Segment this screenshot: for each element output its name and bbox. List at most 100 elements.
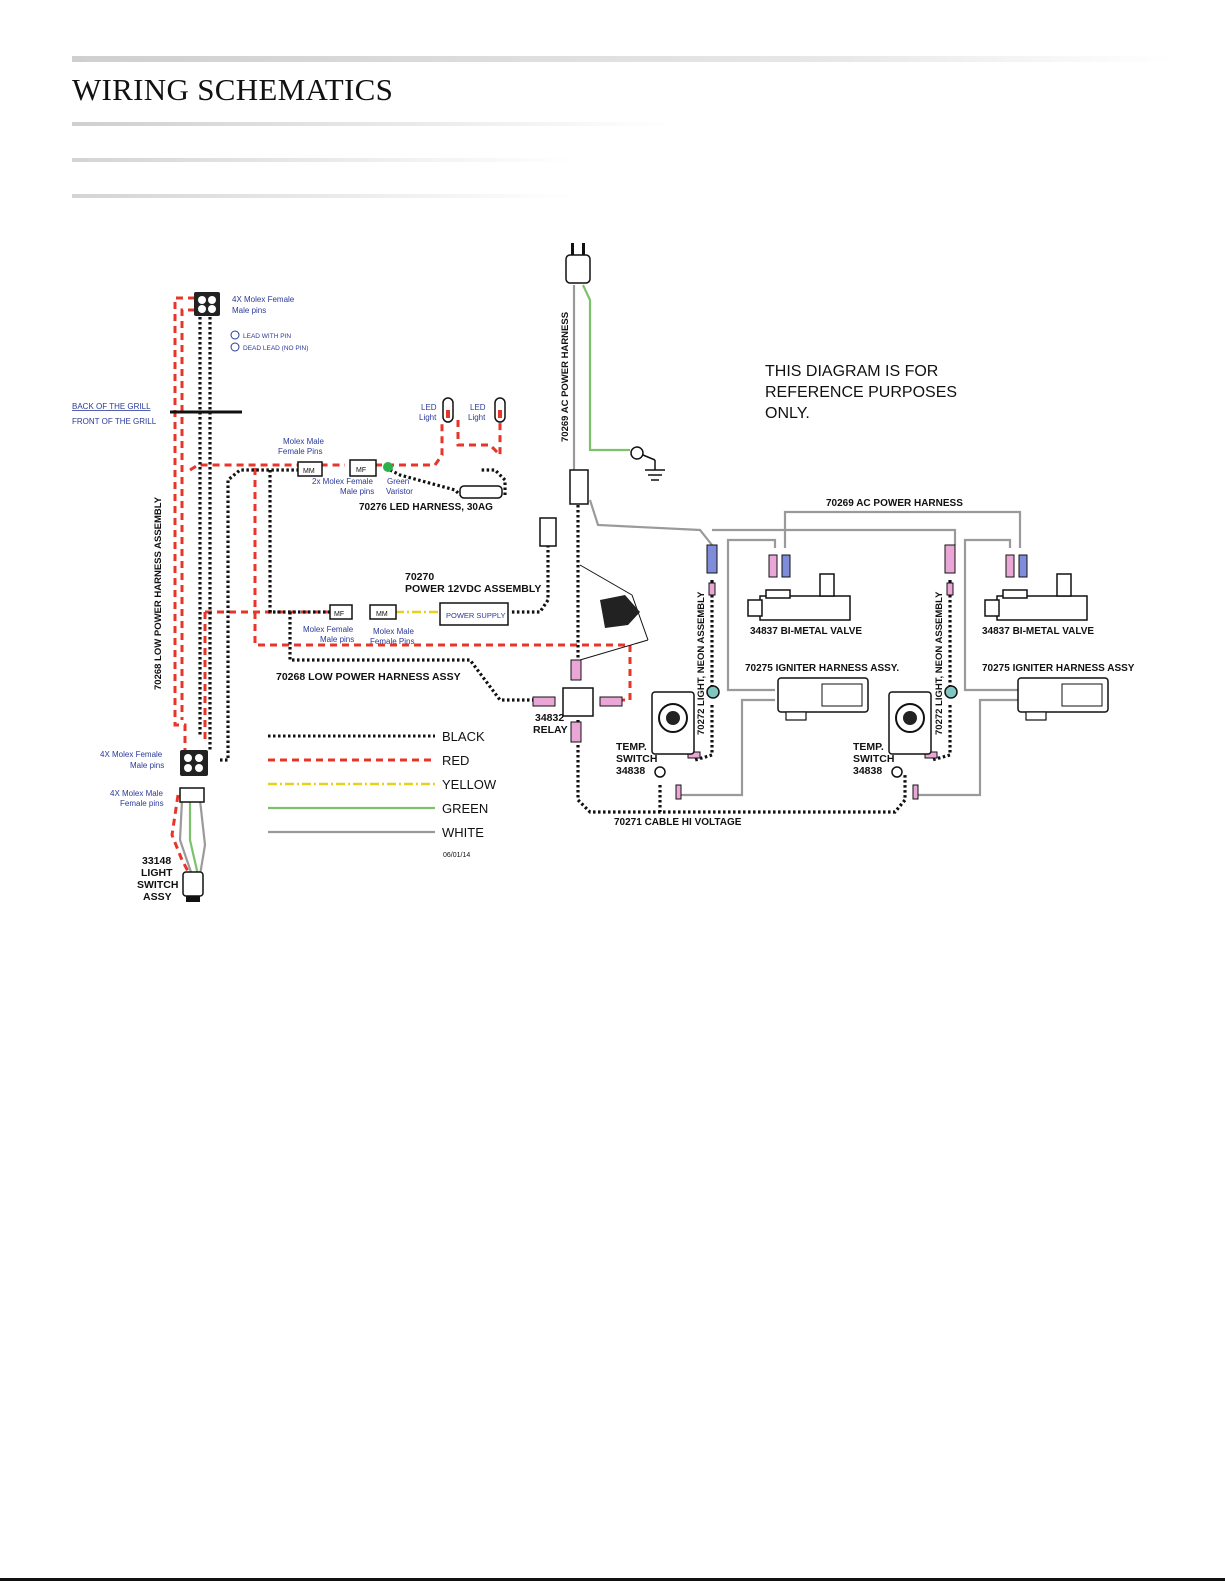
neon-light-icon [706, 685, 720, 699]
ac-connector [569, 469, 589, 505]
igniter-label: 70275 IGNITER HARNESS ASSY. [745, 663, 899, 674]
connector-label: MF [334, 611, 344, 618]
black-wire [694, 705, 714, 762]
molex-label: Molex Male [283, 437, 324, 446]
white-wire [198, 799, 207, 876]
white-wire [178, 799, 194, 876]
green-wires [188, 284, 630, 876]
date-label: 06/01/14 [443, 852, 470, 859]
green-wire [582, 284, 630, 452]
back-of-grill-label: BACK OF THE GRILL [72, 402, 151, 411]
black-wire [389, 468, 462, 497]
legend-label: WHITE [442, 825, 484, 840]
valve-label: 34837 BI-METAL VALVE [750, 626, 862, 637]
molex-connector-top [194, 292, 220, 316]
red-wire [180, 308, 195, 720]
header-rule [72, 194, 572, 198]
connector-bottom-label: Male pins [130, 761, 164, 770]
black-wires [198, 312, 952, 814]
header-rule-top [72, 56, 1172, 62]
temp-switch-label: SWITCH [616, 753, 657, 765]
power-supply-box: POWER SUPPLY [439, 602, 509, 626]
relay-detail-icon [579, 564, 649, 661]
terminal-set [675, 544, 1028, 800]
power-supply-label: POWER SUPPLY [446, 611, 505, 620]
connector-mm: MM [297, 461, 323, 477]
connector-label: MM [303, 468, 315, 475]
white-wire [918, 698, 1020, 797]
red-wire [456, 420, 502, 459]
ground-icon [630, 446, 665, 481]
black-wire [220, 468, 300, 762]
connector-mf [539, 517, 557, 547]
led-light-label: LED [470, 403, 486, 412]
red-wire [375, 420, 444, 467]
green-varistor-icon [383, 462, 393, 472]
valve-label: 34837 BI-METAL VALVE [982, 626, 1094, 637]
power-assembly-label: POWER 12VDC ASSEMBLY [405, 583, 541, 595]
molex-connector-bottom [179, 750, 208, 803]
legend-label: GREEN [442, 801, 488, 816]
connector-bottom-label: 4X Molex Female [100, 750, 163, 759]
relay-body [532, 659, 623, 743]
neon-assembly-label: 70272 LIGHT, NEON ASSEMBLY [934, 591, 945, 735]
legend: BLACK RED YELLOW GREEN WHITE [268, 729, 497, 840]
varistor-label: Varistor [386, 487, 413, 496]
connector-top-label: 4X Molex Female [232, 295, 295, 304]
footer-rule [0, 1578, 1225, 1581]
lead-with-pin-icon [230, 330, 240, 340]
black-wire [576, 720, 907, 814]
red-wire [170, 794, 192, 876]
led-harness-resistor [459, 485, 503, 499]
molex-label: Male pins [340, 487, 374, 496]
connector-top-label: Male pins [232, 306, 266, 315]
white-wires [178, 285, 1022, 876]
neon-assembly-label: 70272 LIGHT, NEON ASSEMBLY [696, 591, 707, 735]
lead-with-pin-label: LEAD WITH PIN [243, 333, 291, 340]
low-power-assy-label: 70268 LOW POWER HARNESS ASSY [276, 671, 461, 683]
connector-mf: MF [349, 459, 377, 477]
white-wire [712, 528, 957, 545]
black-wire [268, 470, 330, 614]
bi-metal-valve-icon [747, 573, 851, 621]
igniter-module-icon [777, 677, 869, 721]
green-wire [188, 800, 200, 876]
molex-label: Female Pins [278, 447, 322, 456]
light-switch-label: 33148 [142, 855, 171, 867]
light-switch-label: ASSY [143, 891, 172, 903]
led-light-icon [442, 397, 454, 423]
note-line: ONLY. [765, 405, 810, 422]
light-switch-body [182, 871, 204, 902]
temp-switch-label: TEMP. [616, 741, 647, 753]
page-title: WIRING SCHEMATICS [72, 72, 394, 107]
led-light-label: LED [421, 403, 437, 412]
note-line: REFERENCE PURPOSES [765, 384, 957, 401]
red-wire [189, 463, 345, 472]
temp-switch-icon [651, 691, 695, 778]
temp-switch-label: 34838 [616, 765, 645, 777]
red-wire [173, 296, 195, 760]
white-wire [726, 538, 777, 692]
light-switch-label: LIGHT [141, 867, 173, 879]
relay-label: RELAY [533, 724, 568, 736]
white-wire [588, 499, 713, 546]
connector-mm: MM [369, 604, 397, 620]
diagram-note: THIS DIAGRAM IS FOR REFERENCE PURPOSES O… [765, 363, 957, 422]
led-light-label: Light [468, 413, 486, 422]
note-line: THIS DIAGRAM IS FOR [765, 363, 938, 380]
molex-label: 2x Molex Female [312, 477, 373, 486]
temp-switch-label: TEMP. [853, 741, 884, 753]
ac-plug-icon [565, 243, 591, 284]
front-of-grill-label: FRONT OF THE GRILL [72, 417, 157, 426]
bi-metal-valve-icon [984, 573, 1088, 621]
light-switch-label: SWITCH [137, 879, 178, 891]
molex-label: Female Pins [370, 637, 414, 646]
molex-label: Male pins [320, 635, 354, 644]
led-harness-label: 70276 LED HARNESS, 30AG [359, 502, 493, 513]
legend-label: YELLOW [442, 777, 497, 792]
connector-bottom-label: Female pins [120, 799, 164, 808]
white-wire [680, 698, 775, 797]
temp-switch-label: 34838 [853, 765, 882, 777]
ac-power-harness-label: 70269 AC POWER HARNESS [826, 498, 963, 509]
